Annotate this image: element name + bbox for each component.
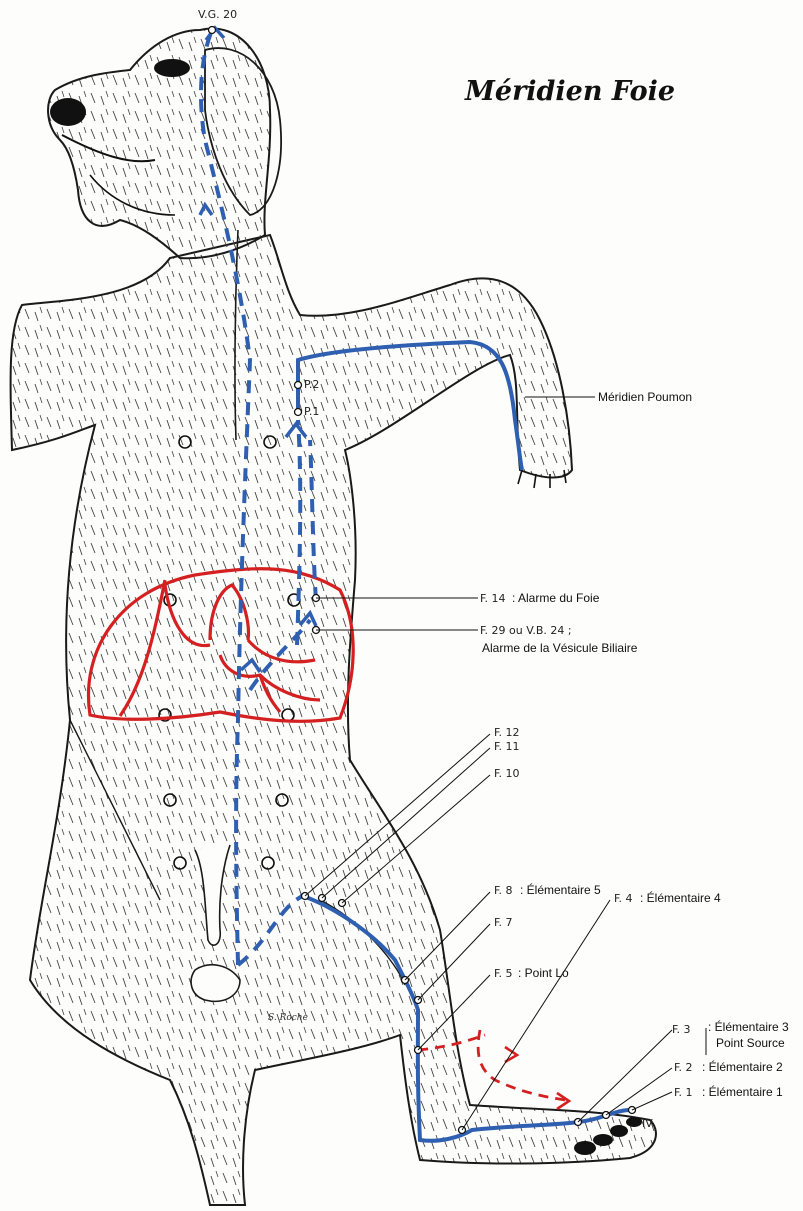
- diagram-title: Méridien Foie: [464, 76, 675, 107]
- label-f2-text: : Élémentaire 2: [702, 1059, 783, 1074]
- label-f29-code: F. 29 ou V.B. 24 ;: [480, 624, 572, 637]
- label-f3-line1: : Élémentaire 3: [708, 1019, 789, 1034]
- artist-signature: S. Roche: [268, 1013, 308, 1023]
- label-vg20: V.G. 20: [198, 8, 237, 21]
- label-f4-code: F. 4: [614, 892, 633, 905]
- dog-body: [11, 28, 656, 1205]
- dog-nose: [50, 98, 86, 126]
- label-f7: F. 7: [494, 916, 513, 929]
- label-f8-text: : Élémentaire 5: [520, 882, 601, 897]
- label-f11: F. 11: [494, 740, 520, 753]
- label-f1-code: F. 1: [674, 1086, 693, 1099]
- label-f4-text: : Élémentaire 4: [640, 890, 721, 905]
- label-f8-code: F. 8: [494, 884, 513, 897]
- label-f5-text: : Point Lo: [518, 966, 569, 980]
- label-toe-iv: IV: [642, 1117, 653, 1130]
- label-f3-code: F. 3: [672, 1023, 691, 1036]
- label-f2-code: F. 2: [674, 1061, 693, 1074]
- label-f29-text: Alarme de la Vésicule Biliaire: [482, 641, 638, 655]
- label-f12: F. 12: [494, 726, 520, 739]
- dog-eye: [154, 59, 190, 77]
- label-f14-code: F. 14: [480, 592, 506, 605]
- label-f3-line2: Point Source: [716, 1036, 785, 1050]
- label-f5-code: F. 5: [494, 967, 513, 980]
- label-p1: P.1: [304, 405, 319, 418]
- label-p2: P.2: [304, 378, 319, 391]
- label-lung-meridian: Méridien Poumon: [598, 390, 692, 404]
- label-f10: F. 10: [494, 767, 520, 780]
- label-f1-text: : Élémentaire 1: [702, 1084, 783, 1099]
- label-f14-text: : Alarme du Foie: [512, 591, 600, 605]
